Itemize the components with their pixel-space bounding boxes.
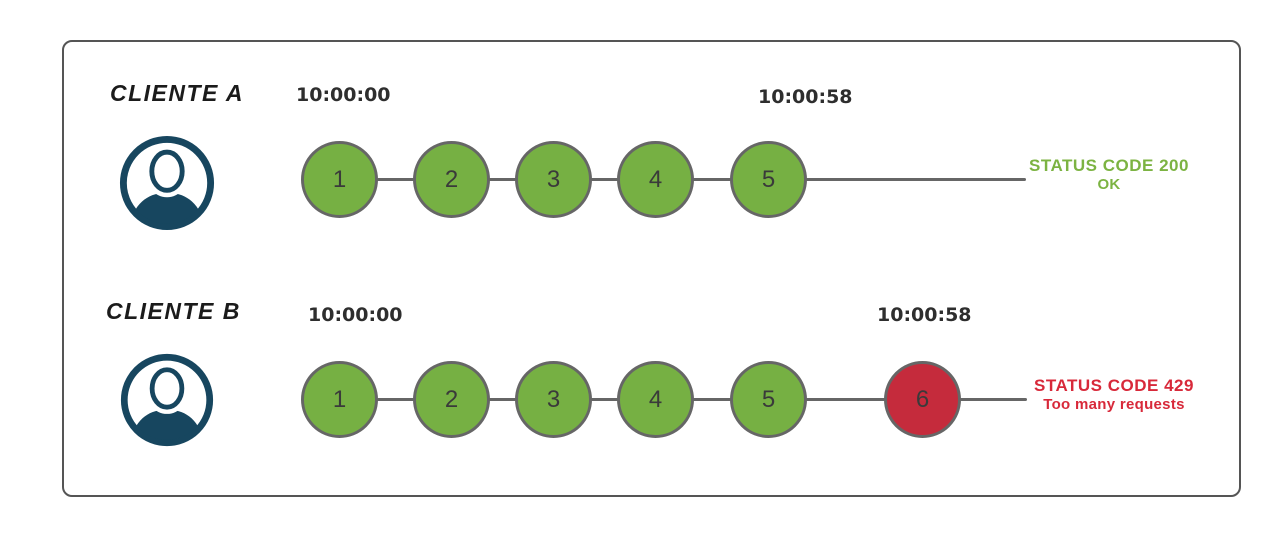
- client-a-end-time: 10:00:58: [758, 86, 853, 108]
- client-b-start-time: 10:00:00: [308, 304, 403, 326]
- client-a-label: CLIENTE A: [110, 80, 245, 106]
- client-b-label: CLIENTE B: [106, 298, 241, 324]
- user-avatar-icon: [120, 353, 214, 447]
- client-a-start-time: 10:00:00: [296, 84, 391, 106]
- request-circle: 1: [301, 141, 378, 218]
- status-code-text: STATUS CODE 200: [1029, 156, 1189, 175]
- request-circle: 3: [515, 141, 592, 218]
- request-circle: 4: [617, 141, 694, 218]
- request-circle: 2: [413, 361, 490, 438]
- request-circle: 5: [730, 361, 807, 438]
- diagram-panel: CLIENTE A 10:00:00 10:00:58 1 2 3 4 5 ST…: [62, 40, 1241, 497]
- request-circle: 5: [730, 141, 807, 218]
- client-b-status: STATUS CODE 429 Too many requests: [1016, 376, 1212, 414]
- user-avatar-icon: [119, 135, 215, 231]
- request-circle: 3: [515, 361, 592, 438]
- status-message-text: OK: [1097, 176, 1121, 194]
- client-b-end-time: 10:00:58: [877, 304, 972, 326]
- status-message-text: Too many requests: [1043, 396, 1185, 414]
- request-circle: 4: [617, 361, 694, 438]
- request-circle: 2: [413, 141, 490, 218]
- status-code-text: STATUS CODE 429: [1034, 376, 1194, 395]
- client-a-status: STATUS CODE 200 OK: [1019, 156, 1199, 194]
- request-circle: 6: [884, 361, 961, 438]
- request-circle: 1: [301, 361, 378, 438]
